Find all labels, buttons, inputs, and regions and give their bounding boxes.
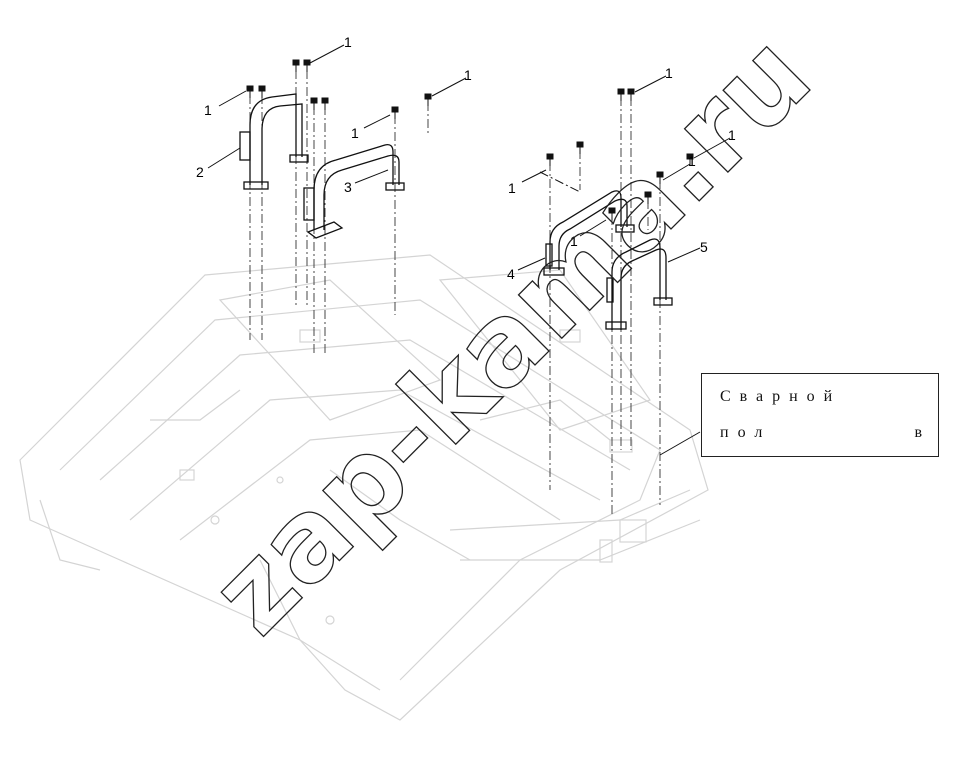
bolts [246,59,694,220]
callout-label: 1 [728,127,736,143]
leader-lines [207,44,731,456]
note-line-1: Сварной [720,388,842,405]
callout-label: 1 [570,233,578,249]
callout-label: 1 [204,102,212,118]
welded-floor-outline [19,254,709,721]
callout-label-part-2: 2 [196,164,204,180]
callout-label: 1 [464,67,472,83]
callout-label-part-5: 5 [700,239,708,255]
welded-floor-note: Сварной пол в [701,373,939,457]
callout-label: 1 [508,180,516,196]
callout-label: 1 [665,65,673,81]
callout-label-part-3: 3 [344,179,352,195]
callout-label: 1 [344,34,352,50]
callout-label: 1 [351,125,359,141]
note-line-2-left: пол [720,424,772,441]
callout-label-part-4: 4 [507,266,515,282]
watermark-text: zap-kama.ru [187,10,836,659]
callout-labels: 1 1 1 1 1 1 1 1 1 2 3 4 5 [196,34,736,282]
callout-label: 1 [688,153,696,169]
note-line-2-right: в [914,424,922,441]
handrails [239,93,673,330]
